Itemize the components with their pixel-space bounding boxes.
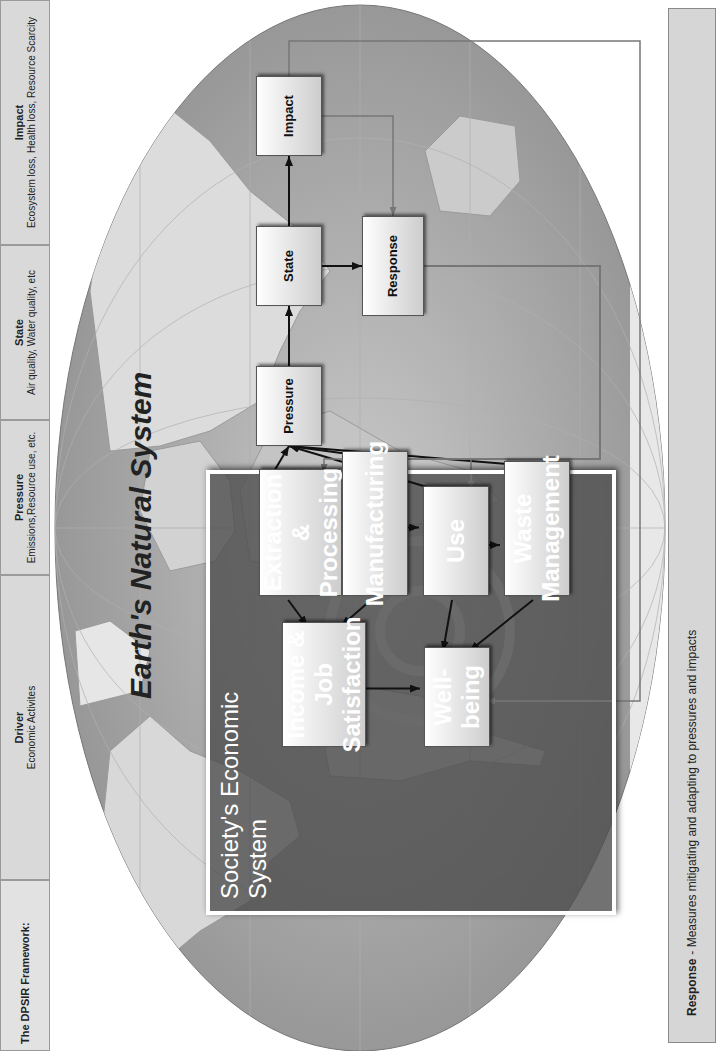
- header-cell: PressureEmissions,Resource use, etc.: [0, 420, 50, 575]
- process-box: Income & Job Satisfaction: [282, 622, 366, 747]
- node-subtext: - Measures mitigating and adapting to pr…: [685, 630, 699, 955]
- feedback-arrow: [322, 116, 393, 216]
- map-title: Earth's Natural System: [124, 372, 158, 699]
- node-title: Use: [442, 519, 470, 563]
- node-title: Impact: [13, 105, 26, 140]
- node-title: Pressure: [13, 474, 26, 521]
- node-title: Impact: [281, 95, 297, 137]
- node-title: Driver: [13, 712, 26, 744]
- flow-arrow: [288, 156, 290, 226]
- dpsir-box: Impact: [256, 76, 322, 156]
- dpsir-box: Response: [362, 216, 424, 316]
- node-title: Response: [385, 235, 401, 297]
- header-cell: The DPSIR Framework:: [0, 880, 50, 1051]
- process-box: Manufacturing: [342, 451, 408, 596]
- node-title: State: [13, 319, 26, 346]
- process-box: Use: [423, 486, 489, 596]
- dpsir-box: Pressure: [256, 366, 322, 446]
- feedback-arrow: [289, 41, 640, 701]
- node-subtext: Air quality, Water quality, etc: [26, 270, 38, 395]
- flow-arrow: [322, 265, 362, 267]
- node-title: Manufacturing: [361, 441, 389, 606]
- node-title: Society's Economic System: [216, 659, 272, 899]
- node-subtext: Economic Activites: [26, 686, 38, 769]
- node-subtext: Emissions,Resource use, etc.: [26, 432, 38, 564]
- header-cell: StateAir quality, Water quality, etc: [0, 245, 50, 420]
- node-title: Pressure: [281, 378, 297, 434]
- process-box: Waste Management: [504, 461, 570, 596]
- node-title: The DPSIR Framework:: [19, 922, 32, 1044]
- flow-arrow: [470, 600, 534, 651]
- process-box: Extraction & Processing: [259, 469, 342, 596]
- node-title: Income & Job Satisfaction: [282, 616, 366, 752]
- australia: [425, 116, 520, 216]
- response-bar: Response - Measures mitigating and adapti…: [668, 8, 716, 1043]
- node-subtext: Ecosystem loss, Health loss, Resource Sc…: [26, 17, 38, 228]
- node-title: Response: [685, 959, 699, 1016]
- header-cell: DriverEconomic Activites: [0, 575, 50, 880]
- feedback-arrow: [424, 266, 600, 465]
- node-title: Well-being: [429, 652, 485, 742]
- antarctica: [630, 0, 719, 1051]
- header-cell: ImpactEcosystem loss, Health loss, Resou…: [0, 0, 50, 245]
- node-title: Extraction & Processing: [259, 468, 343, 597]
- flow-arrow: [362, 688, 420, 690]
- node-title: State: [281, 250, 297, 282]
- process-box: Well-being: [424, 647, 490, 747]
- node-title: Waste Management: [509, 455, 565, 602]
- system-frame: Society's Economic System Extraction & Pr…: [206, 470, 616, 915]
- flow-arrow: [288, 306, 290, 366]
- flow-arrow: [443, 600, 452, 651]
- dpsir-box: State: [256, 226, 322, 306]
- feedback-arrow: [424, 266, 600, 490]
